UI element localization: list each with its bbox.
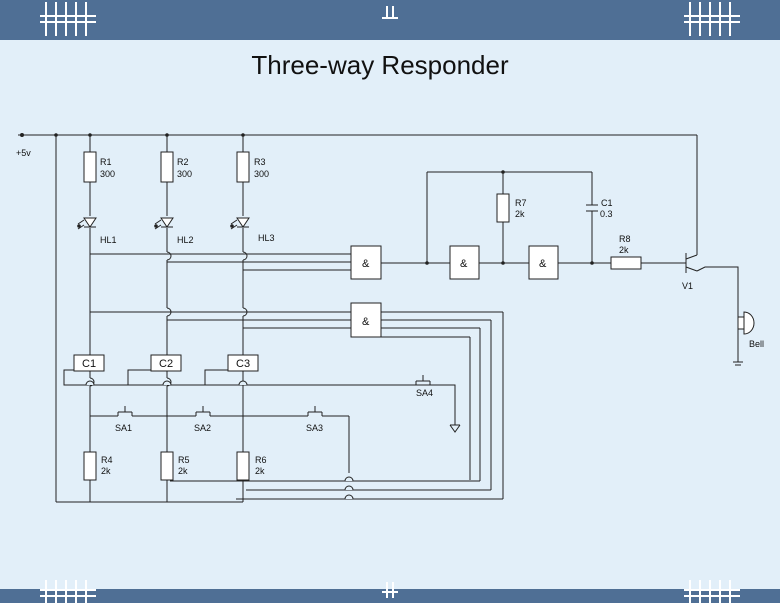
r8-name: R8 <box>619 234 631 244</box>
led-hl3: HL3 <box>230 217 275 243</box>
resistor-r4: R4 2k <box>83 451 113 481</box>
bottom-banner <box>0 589 780 603</box>
and-gate-3: & <box>528 245 559 280</box>
and-gate-2: & <box>449 245 480 280</box>
hl1-label: HL1 <box>100 235 117 245</box>
switch-sa2: SA2 <box>194 406 211 433</box>
led-hl2: HL2 <box>154 217 194 245</box>
resistor-r8: R8 2k <box>610 234 642 270</box>
r5-value: 2k <box>178 466 188 476</box>
transistor-label: V1 <box>682 281 693 291</box>
capacitor-name: C1 <box>601 198 613 208</box>
resistor-r6: R6 2k <box>236 451 267 481</box>
switch-sa4: SA4 <box>415 375 433 398</box>
and-gate-3-symbol: & <box>539 258 547 270</box>
chip-c3: C3 <box>227 354 259 372</box>
and-gate-2-symbol: & <box>460 258 468 270</box>
chip-c2: C2 <box>150 354 182 372</box>
r6-value: 2k <box>255 466 265 476</box>
r1-name: R1 <box>100 157 112 167</box>
r4-name: R4 <box>101 455 113 465</box>
band-ornaments <box>40 2 740 603</box>
sa1-label: SA1 <box>115 423 132 433</box>
r8-value: 2k <box>619 245 629 255</box>
diagram-title: Three-way Responder <box>251 50 509 80</box>
resistor-r5: R5 2k <box>160 451 190 481</box>
r6-name: R6 <box>255 455 267 465</box>
r1-value: 300 <box>100 169 115 179</box>
supply-label: +5v <box>16 148 31 158</box>
and-gate-4: & <box>350 302 382 338</box>
sa4-label: SA4 <box>416 388 433 398</box>
and-gate-4-symbol: & <box>362 316 370 328</box>
resistor-r1: R1 300 <box>83 151 115 183</box>
chip-c3-label: C3 <box>236 358 250 370</box>
junctions <box>20 133 594 265</box>
and-gate-1: & <box>350 245 382 280</box>
capacitor-c1: C1 0.3 <box>586 198 613 219</box>
resistor-r3: R3 300 <box>236 151 269 183</box>
switch-sa1: SA1 <box>115 406 133 433</box>
r2-name: R2 <box>177 157 189 167</box>
r2-value: 300 <box>177 169 192 179</box>
wire-hops <box>85 380 354 500</box>
r3-value: 300 <box>254 169 269 179</box>
and-gate-1-symbol: & <box>362 258 370 270</box>
r4-value: 2k <box>101 466 111 476</box>
chip-c1: C1 <box>73 354 105 372</box>
top-banner <box>0 0 780 40</box>
bell-label: Bell <box>749 339 764 349</box>
chip-c1-label: C1 <box>82 358 96 370</box>
capacitor-value: 0.3 <box>600 209 613 219</box>
resistor-r2: R2 300 <box>160 151 192 183</box>
r3-name: R3 <box>254 157 266 167</box>
chip-c2-label: C2 <box>159 358 173 370</box>
resistor-r7: R7 2k <box>496 193 527 223</box>
switch-sa3: SA3 <box>306 406 323 433</box>
r7-name: R7 <box>515 198 527 208</box>
sa3-label: SA3 <box>306 423 323 433</box>
r7-value: 2k <box>515 209 525 219</box>
bell-icon: Bell <box>737 311 764 349</box>
hl2-label: HL2 <box>177 235 194 245</box>
hl3-label: HL3 <box>258 233 275 243</box>
sa2-label: SA2 <box>194 423 211 433</box>
r5-name: R5 <box>178 455 190 465</box>
wires <box>18 134 743 503</box>
led-hl1: HL1 <box>77 217 117 245</box>
